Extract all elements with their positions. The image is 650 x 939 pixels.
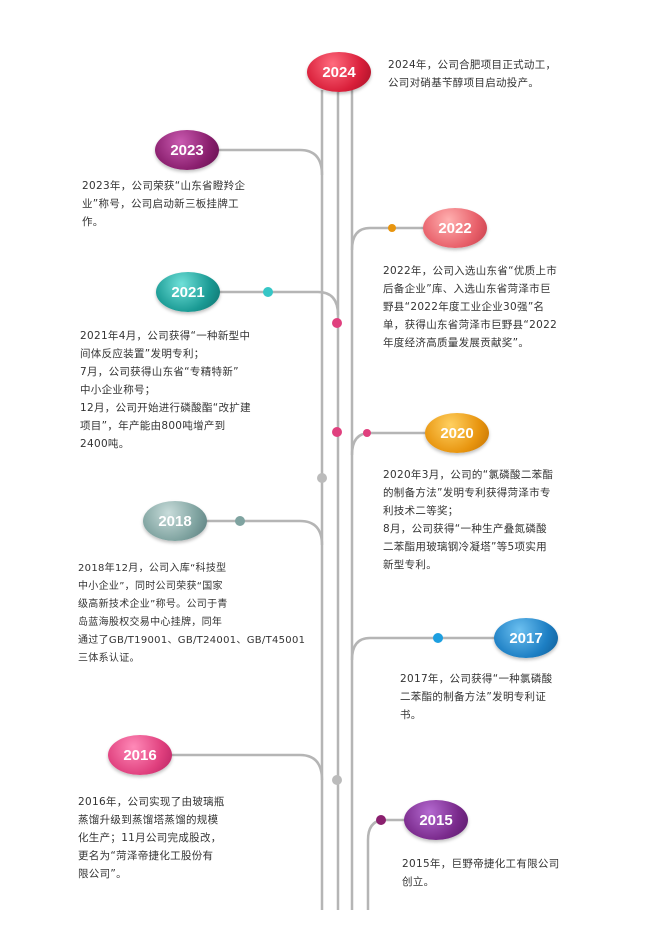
year-badge-2020: 2020	[425, 413, 489, 453]
year-badge-2022: 2022	[423, 208, 487, 248]
year-badge-2021: 2021	[156, 272, 220, 312]
year-badge-2016: 2016	[108, 735, 172, 775]
event-text-2018: 2018年12月，公司入库“科技型 中小企业”，同时公司荣获“国家 级高新技术企…	[78, 563, 306, 664]
event-text-2016: 2016年，公司实现了由玻璃瓶 蒸馏升级到蒸馏塔蒸馏的规模 化生产；11月公司完…	[78, 796, 225, 880]
event-text-2020: 2020年3月，公司的“氯磷酸二苯酯 的制备方法”发明专利获得菏泽市专 利技术二…	[383, 469, 554, 571]
event-text-2017: 2017年，公司获得“一种氯磷酸 二苯酯的制备方法”发明专利证 书。	[400, 673, 553, 721]
event-text-2015: 2015年，巨野帝捷化工有限公司 创立。	[402, 858, 560, 888]
event-text-2024: 2024年，公司合肥项目正式动工， 公司对硝基苄醇项目启动投产。	[388, 59, 557, 89]
year-badge-2023: 2023	[155, 130, 219, 170]
event-text-2023: 2023年，公司荣获“山东省瞪羚企 业”称号，公司启动新三板挂牌工 作。	[82, 180, 246, 228]
year-badge-2015: 2015	[404, 800, 468, 840]
year-badge-2024: 2024	[307, 52, 371, 92]
event-text-2022: 2022年，公司入选山东省“优质上市 后备企业”库、入选山东省菏泽市巨 野县“2…	[383, 265, 558, 349]
year-badge-2017: 2017	[494, 618, 558, 658]
event-text-2021: 2021年4月，公司获得“一种新型中 间体反应装置”发明专利； 7月，公司获得山…	[80, 330, 251, 450]
year-badge-2018: 2018	[143, 501, 207, 541]
